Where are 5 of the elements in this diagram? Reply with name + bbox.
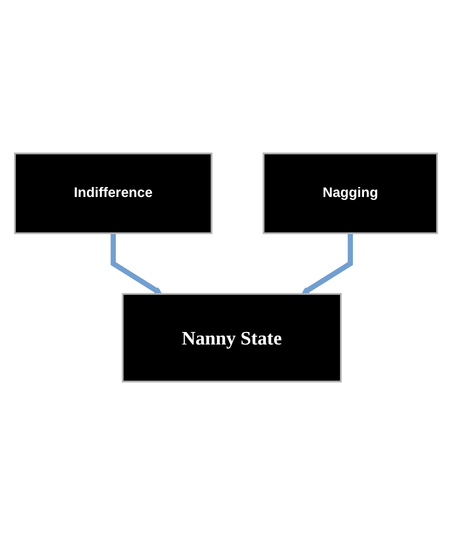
- node-box: Indifference: [14, 152, 212, 234]
- node-box: Nagging: [262, 152, 438, 234]
- arrow: [301, 233, 353, 294]
- node-box: Nanny State: [122, 293, 342, 382]
- arrow: [110, 233, 162, 294]
